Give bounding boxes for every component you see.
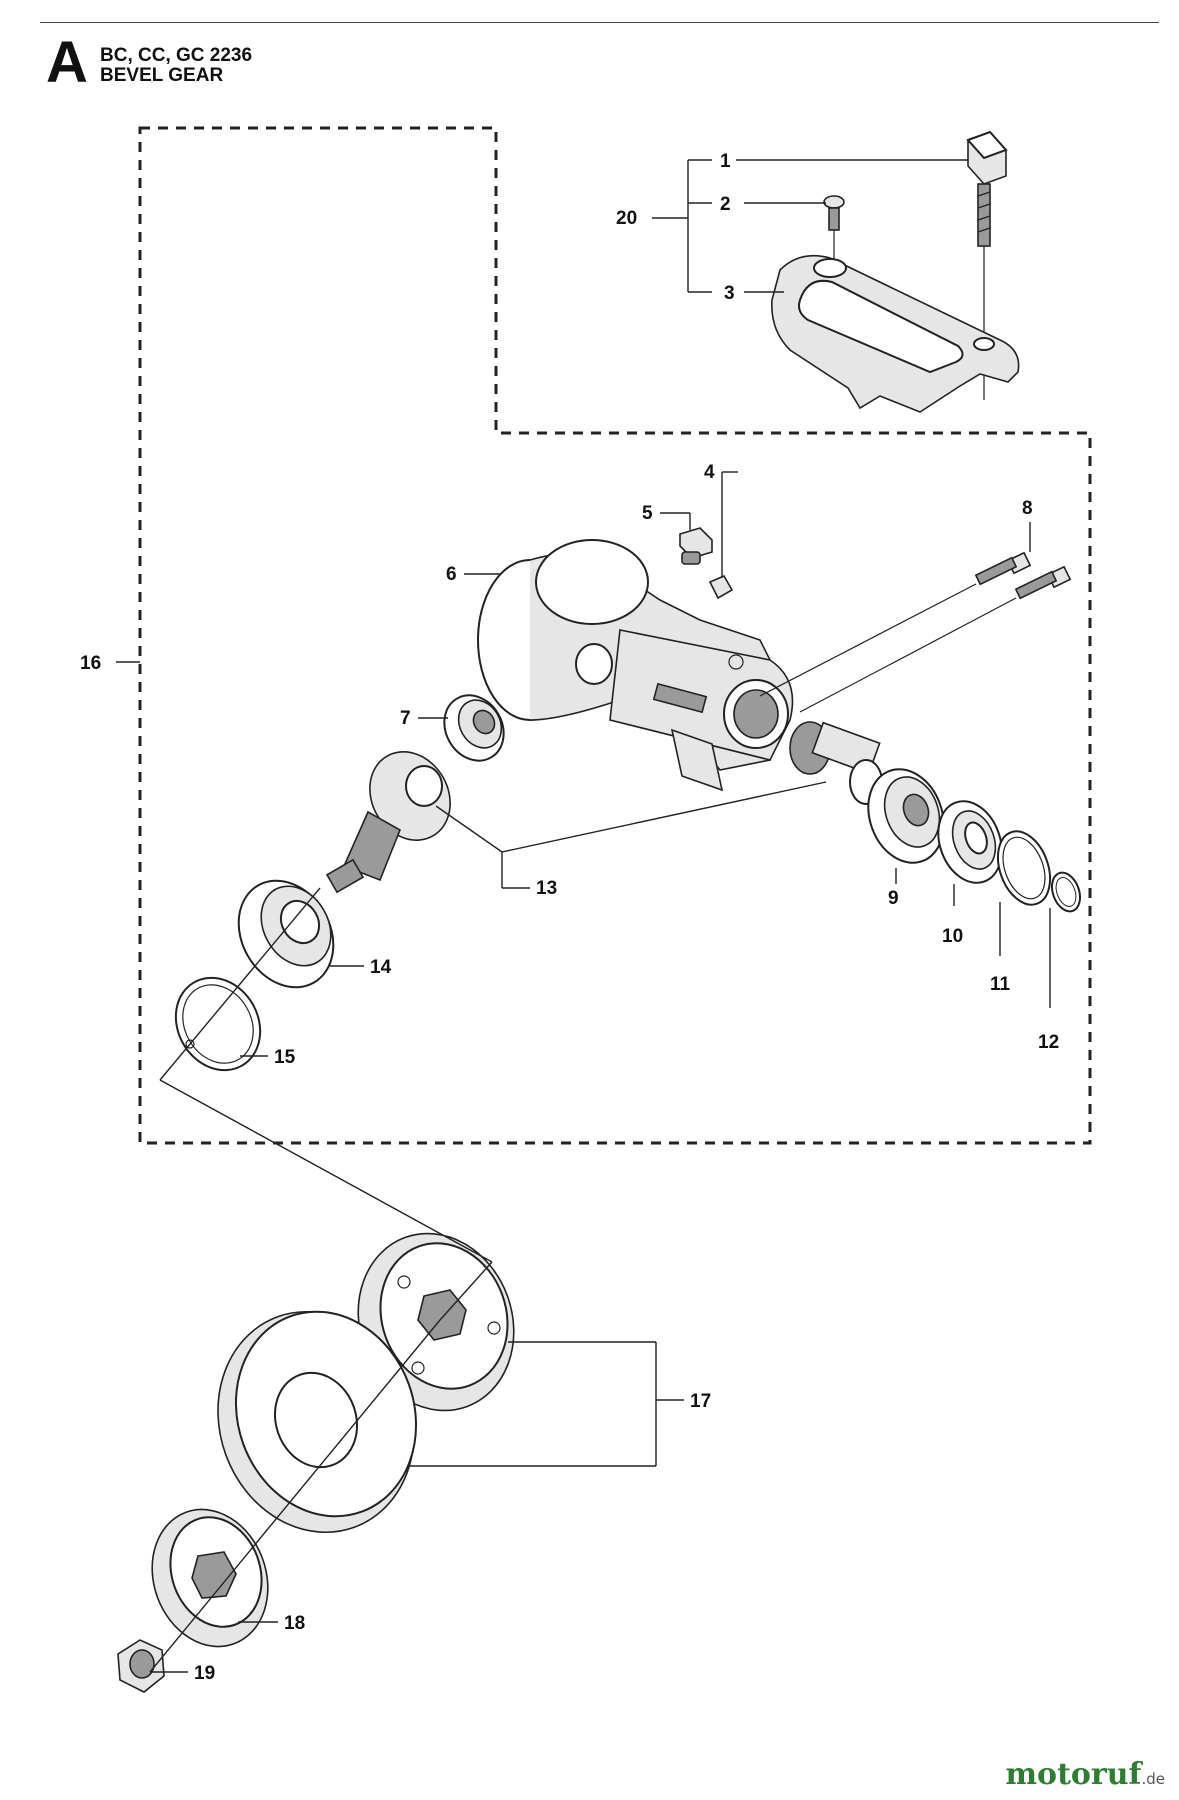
callout-17: 17	[690, 1391, 711, 1412]
part-5-plug-screw	[679, 527, 713, 565]
callout-18: 18	[284, 1613, 305, 1634]
part-15-snap-ring	[174, 976, 262, 1072]
part-17-support-cup	[217, 1310, 418, 1534]
part-10-seal	[937, 800, 1003, 884]
callout-13: 13	[536, 878, 557, 899]
diagram-title: BEVEL GEAR	[100, 65, 224, 86]
callout-14: 14	[370, 957, 392, 978]
part-7-bearing	[443, 694, 505, 762]
part-9-bearing	[867, 768, 945, 864]
part-13-bevel-gear-shaft	[789, 721, 883, 805]
part-6-gear-housing	[477, 539, 794, 792]
callout-1: 1	[720, 151, 731, 172]
part-11-retaining-ring	[996, 830, 1052, 906]
part-8-screws	[759, 551, 1072, 713]
part-13-bevel-pinion	[325, 751, 451, 894]
callout-10: 10	[942, 926, 963, 947]
watermark-name: motoruf	[1005, 1757, 1142, 1792]
callout-9: 9	[888, 888, 899, 909]
callout-7: 7	[400, 708, 411, 729]
callout-16: 16	[80, 653, 101, 674]
callout-6: 6	[446, 564, 457, 585]
part-3-clamp-cover	[771, 254, 1020, 413]
part-19-nut	[117, 1639, 165, 1693]
part-2-screw	[823, 195, 845, 262]
callout-3: 3	[724, 283, 735, 304]
top-rule	[40, 22, 1159, 23]
part-12-circlip	[1050, 871, 1082, 913]
callout-11: 11	[990, 974, 1011, 995]
leader-lines	[116, 159, 1051, 1673]
callout-2: 2	[720, 194, 731, 215]
callout-4: 4	[704, 462, 715, 483]
watermark-tld: .de	[1141, 1770, 1165, 1788]
callout-8: 8	[1022, 498, 1033, 519]
model-line: BC, CC, GC 2236	[100, 45, 253, 66]
callout-19: 19	[194, 1663, 215, 1684]
callout-5: 5	[642, 503, 653, 524]
part-18-washer	[151, 1508, 269, 1648]
callout-15: 15	[274, 1047, 296, 1068]
section-letter: A	[46, 30, 88, 95]
part-4-key	[708, 574, 734, 600]
watermark-logo: motoruf.de	[1005, 1757, 1165, 1792]
callout-20: 20	[616, 208, 637, 229]
part-14-bearing	[237, 879, 335, 989]
callout-12: 12	[1038, 1032, 1059, 1053]
